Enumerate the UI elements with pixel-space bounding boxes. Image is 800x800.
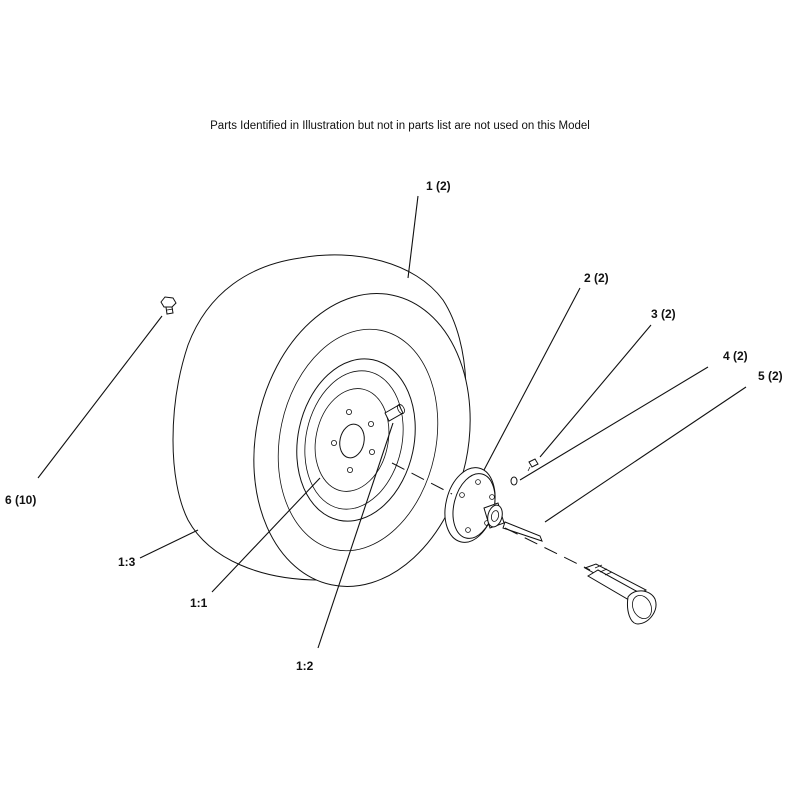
callout-screw: 3 (2) [651, 307, 676, 321]
screw [527, 458, 539, 472]
leader-lines [37, 195, 747, 649]
callout-tire-assembly: 1 (2) [426, 179, 451, 193]
lug-bolt [160, 296, 177, 315]
callout-valve-stem: 1:2 [296, 659, 314, 673]
key [502, 521, 543, 542]
axle [583, 563, 657, 625]
lug-holes [330, 408, 375, 473]
hub [444, 467, 505, 543]
diagram-note: Parts Identified in Illustration but not… [210, 120, 590, 132]
callout-rim: 1:1 [190, 596, 208, 610]
callout-lug-bolt: 6 (10) [5, 493, 36, 507]
callout-tire: 1:3 [118, 555, 136, 569]
callout-key: 5 (2) [758, 369, 783, 383]
valve-stem [384, 403, 405, 422]
callout-washer: 4 (2) [723, 349, 748, 363]
rim [296, 358, 416, 522]
washer [510, 476, 518, 486]
callout-hub: 2 (2) [584, 271, 609, 285]
centerline-a [391, 462, 453, 495]
centerline-b [504, 527, 591, 571]
